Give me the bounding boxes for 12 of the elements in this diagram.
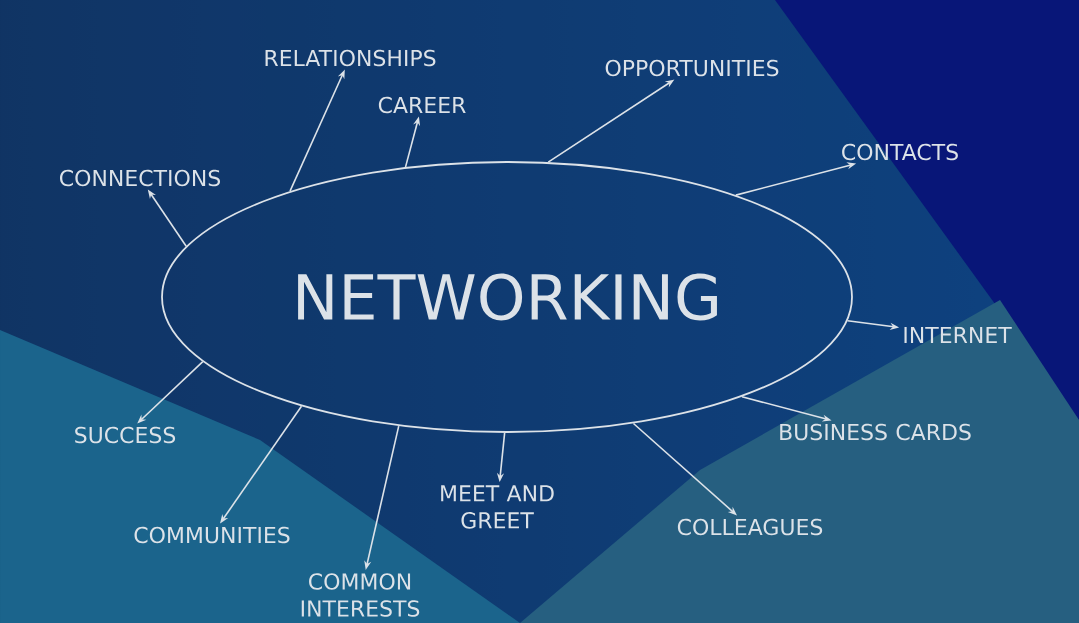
word-label: COLLEAGUES — [677, 518, 823, 536]
word-label: COMMON INTERESTS — [301, 573, 420, 617]
word-label: MEET AND GREET — [441, 485, 554, 529]
word-label: RELATIONSHIPS — [265, 49, 436, 67]
word-label: BUSINESS CARDS — [780, 423, 971, 441]
word-label: COMMUNITIES — [134, 526, 290, 544]
word-label: CONTACTS — [842, 143, 958, 161]
word-label: OPPORTUNITIES — [605, 59, 779, 77]
word-label: SUCCESS — [75, 426, 176, 444]
word-label: INTERNET — [904, 326, 1012, 343]
word-label: CONNECTIONS — [60, 169, 221, 187]
word-label: CAREER — [378, 96, 466, 114]
